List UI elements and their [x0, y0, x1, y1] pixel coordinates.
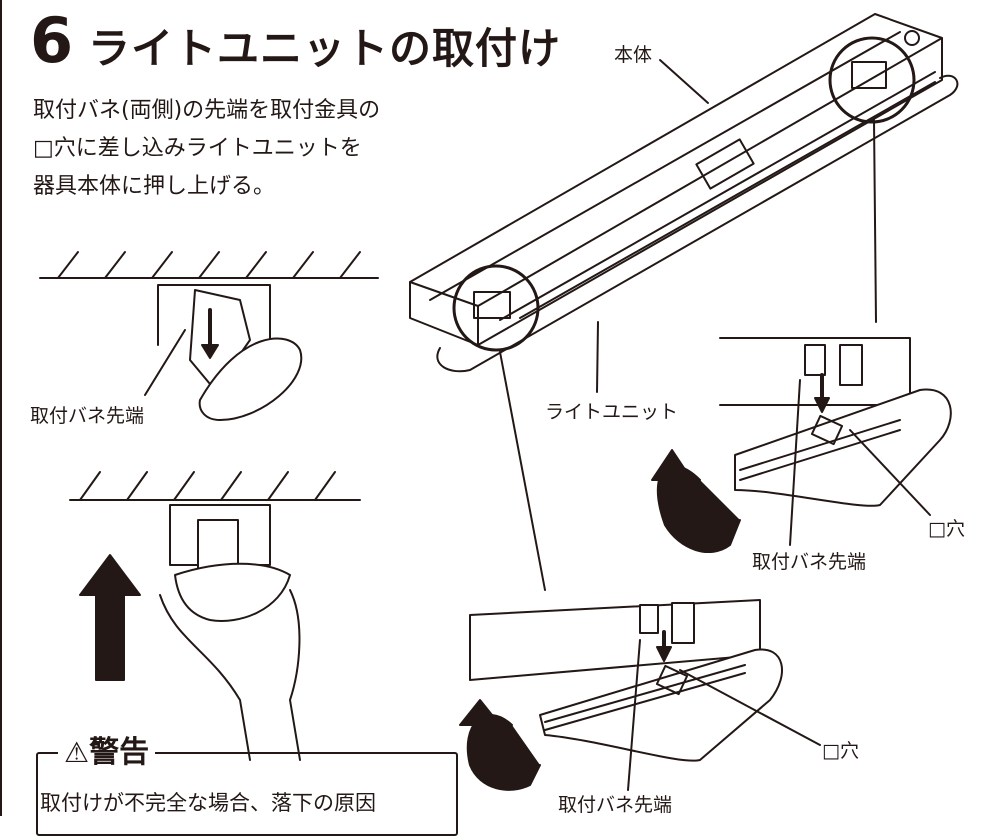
- instruction-text: 取付バネ(両側)の先端を取付金具の □穴に差し込みライトユニットを 器具本体に押…: [33, 98, 381, 199]
- installation-illustration: [39, 13, 959, 791]
- detail-view-bottom: [459, 599, 821, 791]
- label-spring-tip-bottom: 取付バネ先端: [558, 794, 673, 816]
- step-title: ライトユニットの取付け: [88, 24, 562, 73]
- ceiling-detail-top: [39, 251, 379, 421]
- warning-triangle-icon: ⚠: [64, 736, 90, 769]
- label-hole-right: □穴: [928, 518, 965, 540]
- label-body: 本体: [614, 44, 653, 66]
- label-light-unit: ライトユニット: [545, 401, 679, 423]
- step-number: 6: [30, 4, 74, 77]
- right-border: [0, 0, 2, 816]
- warning-heading-text: 警告: [89, 735, 150, 770]
- label-spring-tip-left: 取付バネ先端: [30, 405, 145, 427]
- warning-heading: ⚠警告: [58, 735, 156, 770]
- fixture-body-drawing: [409, 13, 959, 373]
- label-spring-tip-right: 取付バネ先端: [752, 551, 867, 573]
- label-hole-bottom: □穴: [822, 740, 859, 762]
- ceiling-detail-bottom: [69, 471, 361, 761]
- warning-text: 取付けが不完全な場合、落下の原因: [40, 791, 376, 815]
- detail-view-right: [651, 337, 952, 554]
